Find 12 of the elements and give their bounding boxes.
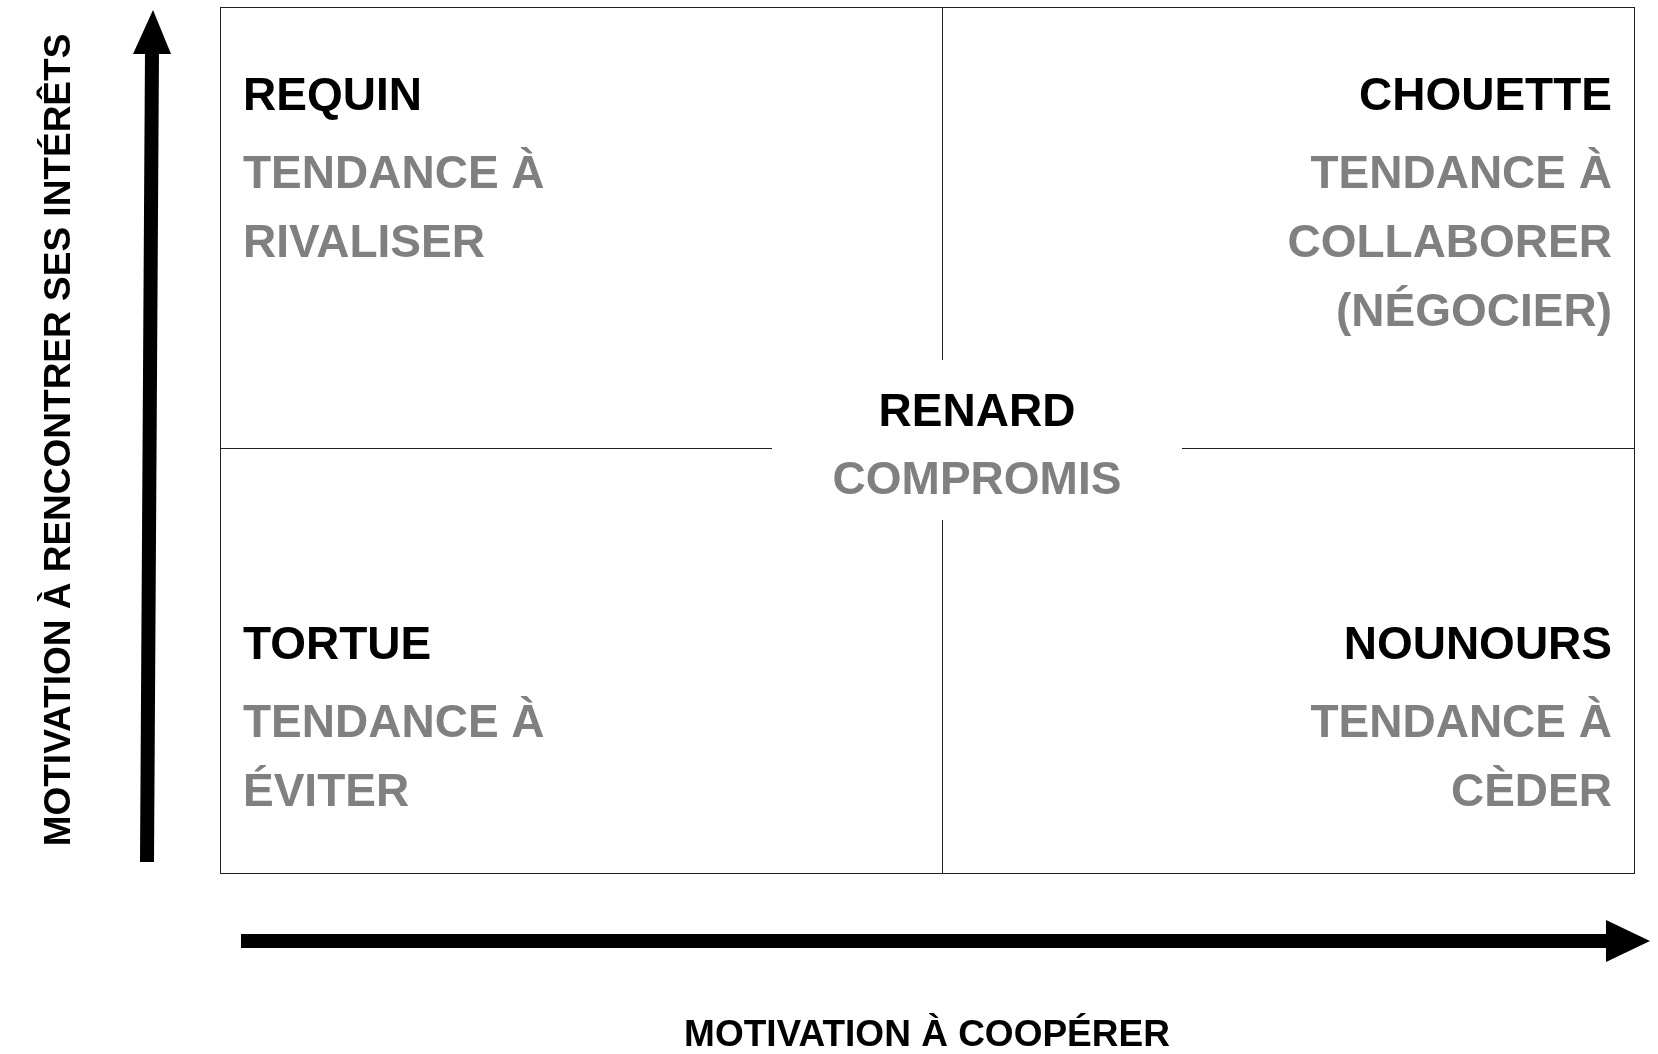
quadrant-title: REQUIN — [243, 68, 422, 120]
x-axis-label: MOTIVATION À COOPÉRER — [684, 1012, 1170, 1054]
quadrant-description: TENDANCE À CÈDER — [1309, 694, 1612, 818]
quadrant-description: TENDANCE À RIVALISER — [243, 145, 546, 269]
quadrant-description: TENDANCE À COLLABORER (NÉGOCIER) — [1286, 145, 1612, 338]
quadrant-title: CHOUETTE — [1359, 68, 1612, 120]
quadrant-title: TORTUE — [243, 617, 432, 669]
quadrant-title: NOUNOURS — [1343, 617, 1612, 669]
quadrant-description: TENDANCE À ÉVITER — [243, 694, 546, 818]
center-title: RENARD — [878, 384, 1076, 436]
y-axis-label: MOTIVATION À RENCONTRER SES INTÉRÊTS — [35, 32, 79, 849]
center-description: COMPROMIS — [832, 452, 1122, 504]
